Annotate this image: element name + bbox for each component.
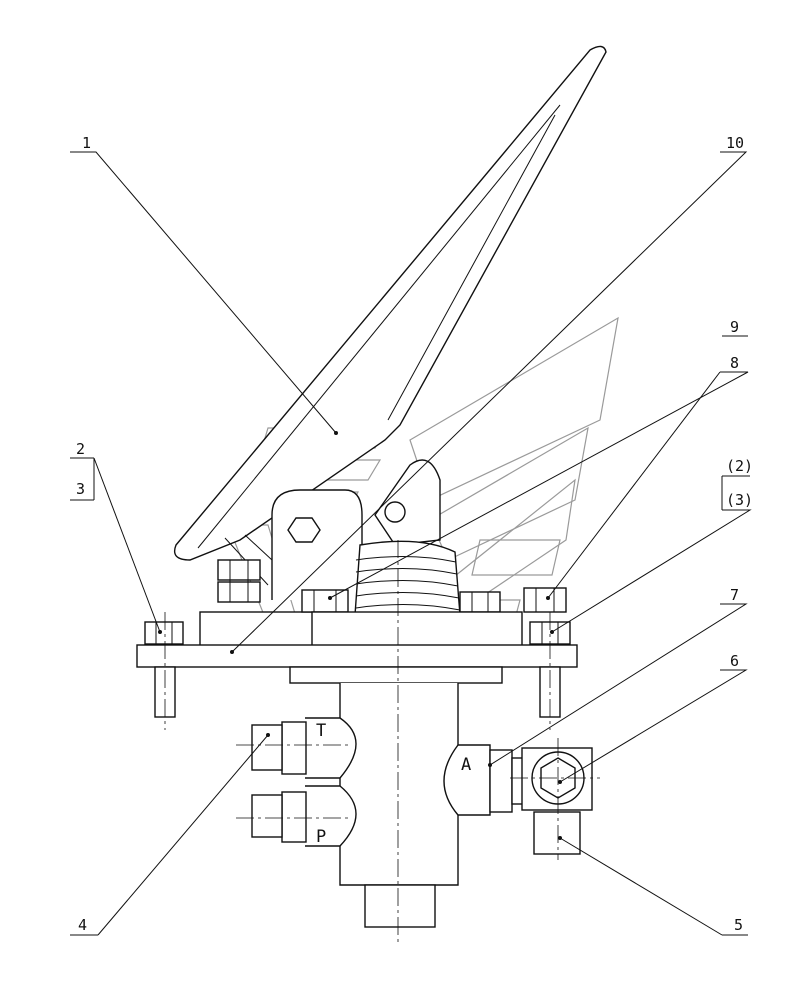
callout-4: 4 [78,916,87,934]
pedal [173,45,607,561]
pedal-base-block [199,611,321,647]
port-t-p [236,717,357,847]
callout-3: 3 [76,480,85,498]
rubber-boot [354,540,461,616]
valve-body [289,666,503,928]
port-a [443,744,525,816]
callout-6: 6 [730,652,739,670]
port-labels: T P A [316,721,471,847]
callout-7: 7 [730,586,739,604]
callout-5: 5 [734,916,743,934]
callout-2: 2 [76,440,85,458]
leader-dots [158,431,562,840]
port-p-label: P [316,827,326,847]
top-bolts [301,587,567,647]
callout-8: 8 [730,354,739,372]
port-t-label: T [316,721,326,741]
side-screws [144,612,571,730]
callout-1: 1 [82,134,91,152]
mounting-plate [136,644,578,668]
port-a-label: A [461,755,471,775]
adjusting-nuts [217,559,261,603]
callout-2-ref: (2) [726,457,753,475]
callout-9: 9 [730,318,739,336]
callout-labels: 1 10 9 8 2 3 (2) (3) 7 6 4 5 [76,134,753,934]
pedal-hinge [224,459,441,600]
callout-10: 10 [726,134,744,152]
callout-3-ref: (3) [726,491,753,509]
leader-lines [70,151,752,936]
elbow-fitting [510,738,600,860]
